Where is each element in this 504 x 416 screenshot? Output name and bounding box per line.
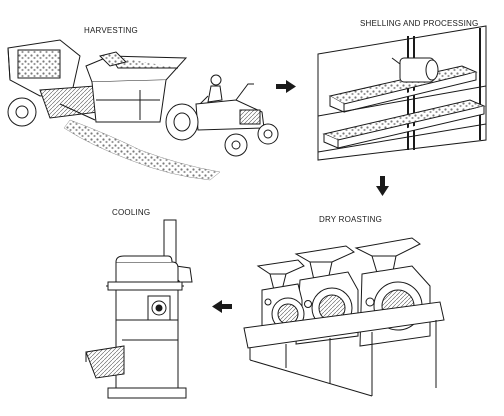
grain-spill	[63, 119, 221, 181]
harvester-machine	[7, 39, 99, 127]
arrow-left-icon	[212, 300, 232, 313]
arrow-down-icon	[376, 176, 389, 196]
cooling-label: COOLING	[112, 208, 151, 217]
shelling-machine	[317, 25, 487, 161]
harvesting-label: HARVESTING	[84, 26, 138, 35]
roasting-machines	[243, 237, 445, 397]
arrow-right-icon	[276, 80, 296, 93]
roasting-label: DRY ROASTING	[319, 215, 383, 224]
cooling-machine	[85, 219, 193, 399]
grain-wagon	[85, 51, 188, 123]
tractor	[165, 74, 279, 157]
shelling-label: SHELLING AND PROCESSING	[360, 19, 479, 28]
